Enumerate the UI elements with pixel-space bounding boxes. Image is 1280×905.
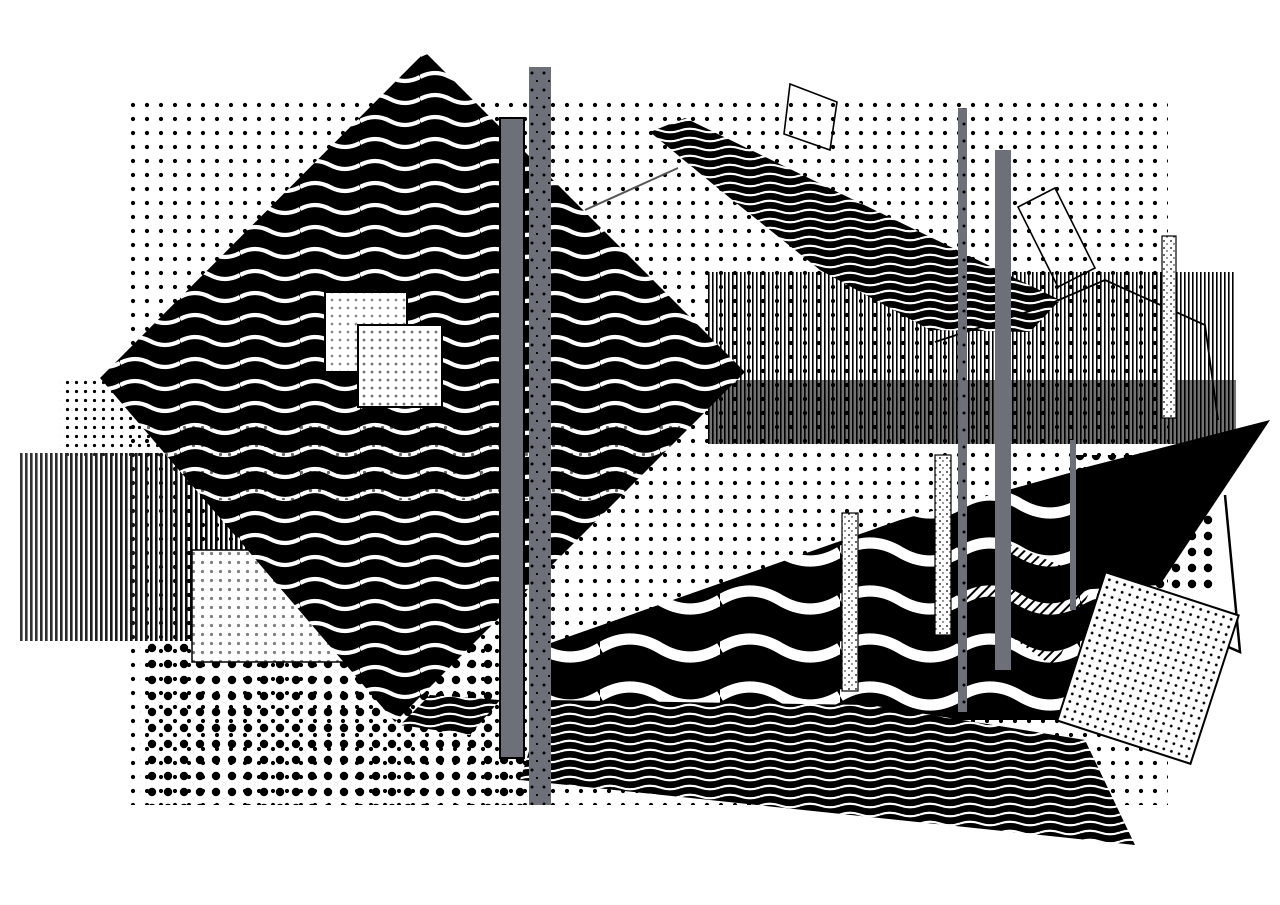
rotated-square-grid [1057,572,1239,764]
gray-bar-3 [958,108,967,712]
hatch-block-left-fade [20,453,220,641]
triangle-dots [1078,470,1218,590]
hatched-panel [960,540,1095,668]
gray-bar-4 [995,150,1011,670]
outline-rect-top [783,82,838,152]
wedge-left [400,695,500,735]
white-bar-2 [934,454,952,636]
white-bar-3 [841,512,859,692]
outline-rect-angled [1016,186,1097,289]
triangle-outline [1223,494,1242,654]
thin-diagonal-line [584,167,679,211]
gray-bar-2 [529,67,551,805]
white-bar-1 [1161,235,1177,419]
diamond-speckle-band [120,420,680,500]
wave-band-bottom [520,700,1135,845]
square-dots-2 [358,325,442,407]
wave-band-upper [650,118,1060,332]
hatch-block-right-solid [708,380,1236,444]
gray-bar-5 [1070,440,1076,610]
gray-bar-1 [499,117,525,759]
wave-fan-lower [545,470,1110,720]
